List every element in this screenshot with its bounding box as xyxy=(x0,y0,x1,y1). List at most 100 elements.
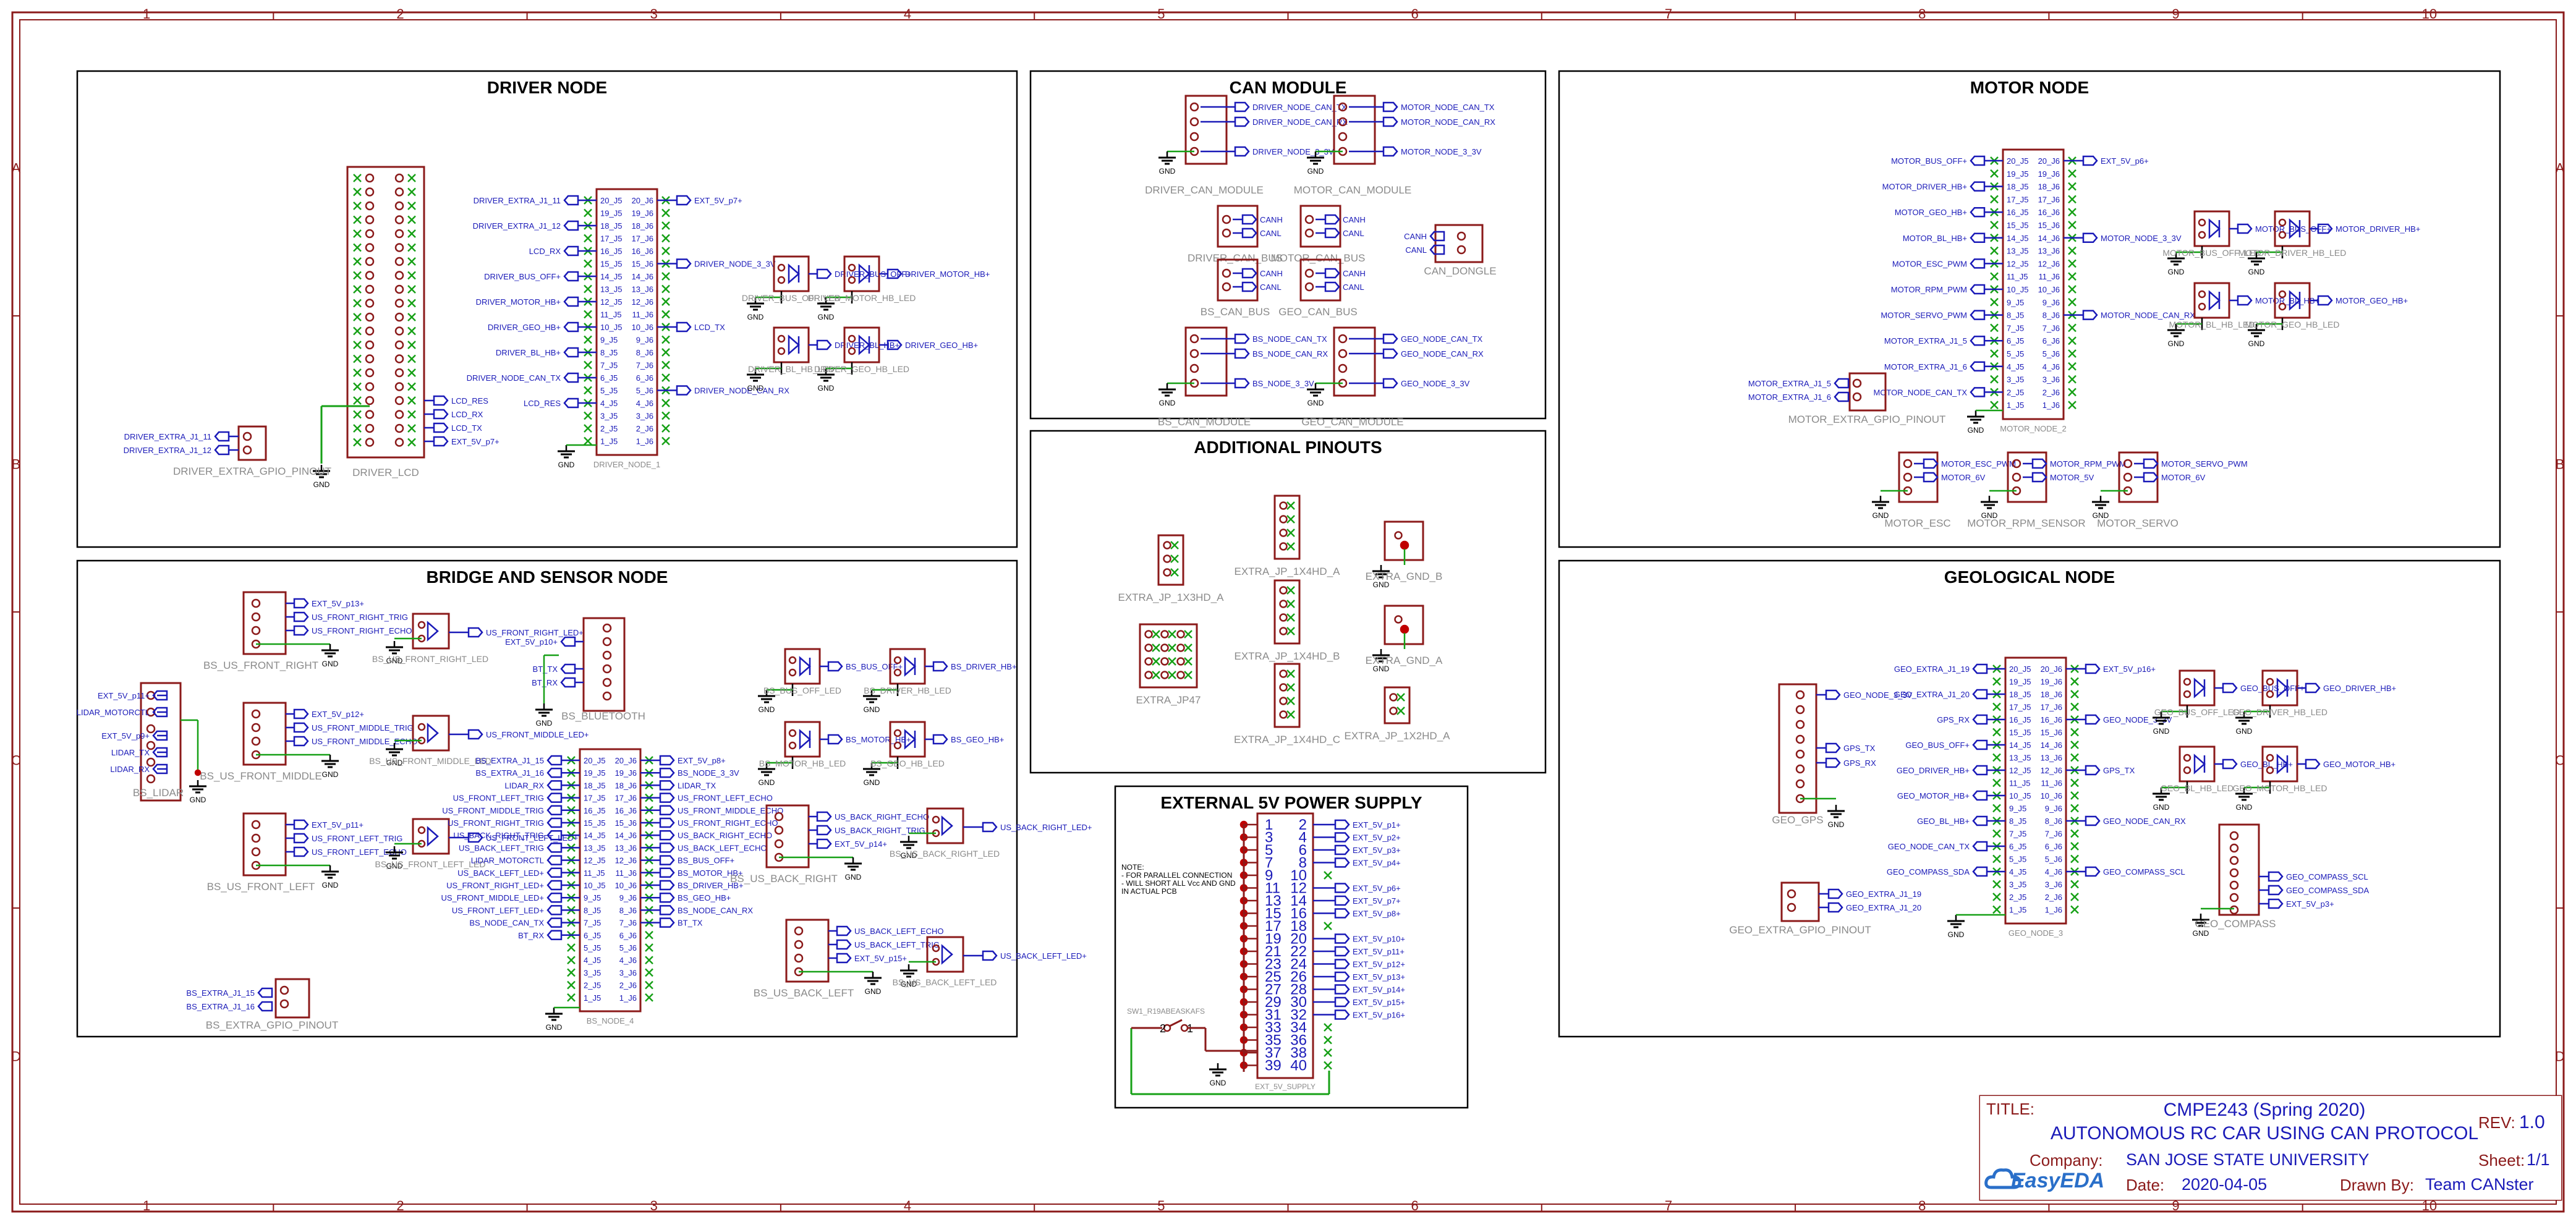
ground-label: GND xyxy=(2168,339,2185,348)
date-label: Date: xyxy=(2126,1176,2165,1194)
reference-label: GEO_EXTRA_GPIO_PINOUT xyxy=(1729,924,1871,936)
pin-label: 5_J5 xyxy=(2009,855,2026,864)
pin-label: 10_J5 xyxy=(2007,285,2028,294)
net-label: DRIVER_BUS_OFF+ xyxy=(835,270,911,279)
led-diode-icon xyxy=(427,826,439,847)
net-label: LCD_RES xyxy=(524,399,561,408)
no-connect-mark xyxy=(1286,697,1295,705)
pin-circle xyxy=(893,741,902,750)
no-connect-mark xyxy=(661,424,670,433)
net-label: US_FRONT_MIDDLE_TRIG xyxy=(442,806,544,815)
net-label: DRIVER_EXTRA_J1_12 xyxy=(473,221,561,231)
net-label: BS_NODE_CAN_RX xyxy=(1252,349,1328,359)
led-body xyxy=(412,818,450,855)
pin-label: 8_J5 xyxy=(2007,311,2024,320)
column-label: 2 xyxy=(396,6,404,22)
pin-circle xyxy=(1903,459,1913,469)
ground-label: GND xyxy=(1968,426,1984,435)
no-connect-mark xyxy=(661,284,670,294)
net-label: LIDAR_TX xyxy=(111,748,150,757)
net-label: EXT_5V_p10+ xyxy=(505,637,558,647)
switch-pin: 2 xyxy=(1160,1022,1166,1035)
net-label: MOTOR_DRIVER_HB+ xyxy=(1882,182,1967,192)
pin-circle xyxy=(788,729,797,737)
section-title-geo: GEOLOGICAL NODE xyxy=(1944,567,2115,587)
net-port-icon xyxy=(982,822,998,833)
net-port-icon xyxy=(1970,361,1986,372)
pin-number: 18 xyxy=(1290,918,1307,935)
pin-label: 17_J5 xyxy=(2009,703,2031,712)
net-label: GEO_NODE_CAN_TX xyxy=(1401,334,1483,344)
reference-label: GEO_NODE_3 xyxy=(2009,928,2063,938)
pin-number: 24 xyxy=(1290,956,1307,973)
net-port-icon xyxy=(816,339,832,350)
pin-circle xyxy=(1160,630,1169,639)
led-body xyxy=(784,648,821,685)
pin-circle xyxy=(1304,268,1314,278)
no-connect-mark xyxy=(1992,778,2001,788)
pin-label: 5_J6 xyxy=(2045,855,2062,864)
drawn-by-label: Drawn By: xyxy=(2340,1176,2414,1194)
pin-circle xyxy=(1163,541,1171,550)
net-port-icon xyxy=(2031,472,2047,483)
reference-label: BS_US_BACK_RIGHT_LED xyxy=(890,849,1000,859)
net-label: CANH xyxy=(1404,232,1427,241)
net-port-icon xyxy=(659,755,675,766)
pin-circle xyxy=(394,326,404,336)
pin-circle xyxy=(1795,705,1805,715)
pin-circle xyxy=(1279,669,1288,678)
net-label: CANL xyxy=(1260,282,1282,292)
node-board-body xyxy=(579,748,642,1013)
pin-label: 13_J5 xyxy=(2007,247,2028,256)
rev-label: REV: xyxy=(2478,1113,2515,1132)
pin-circle xyxy=(2183,766,2191,775)
column-label: 4 xyxy=(904,6,911,22)
header-body xyxy=(1848,372,1887,412)
reference-label: EXTRA_GND_B xyxy=(1366,571,1443,582)
pin-label: 19_J5 xyxy=(584,768,605,778)
pin-circle xyxy=(1176,657,1185,666)
pin-label: 14_J6 xyxy=(632,272,653,281)
net-port-icon xyxy=(257,987,273,998)
net-port-icon xyxy=(659,830,675,841)
pin-circle xyxy=(1338,102,1348,112)
reference-label: GEO_BUS_OFF_LED xyxy=(2154,707,2240,717)
net-port-icon xyxy=(1972,815,1988,826)
net-port-icon xyxy=(546,767,563,778)
node-board-body xyxy=(595,188,658,456)
net-label: EXT_5V_p11+ xyxy=(98,691,150,700)
pin-circle xyxy=(794,926,804,936)
pin-label: 6_J5 xyxy=(584,931,601,940)
pin-label: 3_J5 xyxy=(600,412,618,421)
net-port-icon xyxy=(2085,815,2101,826)
pin-circle xyxy=(365,382,375,391)
no-connect-mark xyxy=(661,234,670,243)
ground-label: GND xyxy=(818,313,835,321)
net-port-icon xyxy=(676,195,692,206)
ground-label: GND xyxy=(901,980,917,988)
led-body xyxy=(2179,745,2216,783)
net-label: MOTOR_BUS_OFF+ xyxy=(1891,156,1967,166)
pin-label: 4_J5 xyxy=(584,956,601,965)
net-label: EXT_5V_p9+ xyxy=(101,731,150,741)
section-frame-can xyxy=(1029,70,1547,420)
net-port-icon xyxy=(1923,458,1939,469)
ground-label: GND xyxy=(386,862,403,870)
pin-circle xyxy=(2183,754,2191,762)
pin-number: 2 xyxy=(1299,817,1307,833)
ground-label: GND xyxy=(1307,167,1324,176)
no-connect-mark xyxy=(567,956,576,965)
net-label: DRIVER_GEO_HB+ xyxy=(905,341,978,350)
pin-label: 5_J5 xyxy=(600,386,618,396)
net-label: US_FRONT_MIDDLE_LED+ xyxy=(441,893,544,902)
pin-circle xyxy=(394,284,404,294)
pin-circle xyxy=(1222,268,1231,278)
net-label: BS_EXTRA_J1_16 xyxy=(186,1002,255,1011)
pin-circle xyxy=(1144,657,1153,666)
section-frame-power xyxy=(1114,785,1469,1109)
company-value: SAN JOSE STATE UNIVERSITY xyxy=(2126,1150,2370,1169)
pin-circle xyxy=(1279,613,1288,622)
net-label: EXT_5V_p10+ xyxy=(1353,935,1405,944)
pin-label: 11_J5 xyxy=(2009,779,2030,788)
no-connect-mark xyxy=(353,396,362,405)
